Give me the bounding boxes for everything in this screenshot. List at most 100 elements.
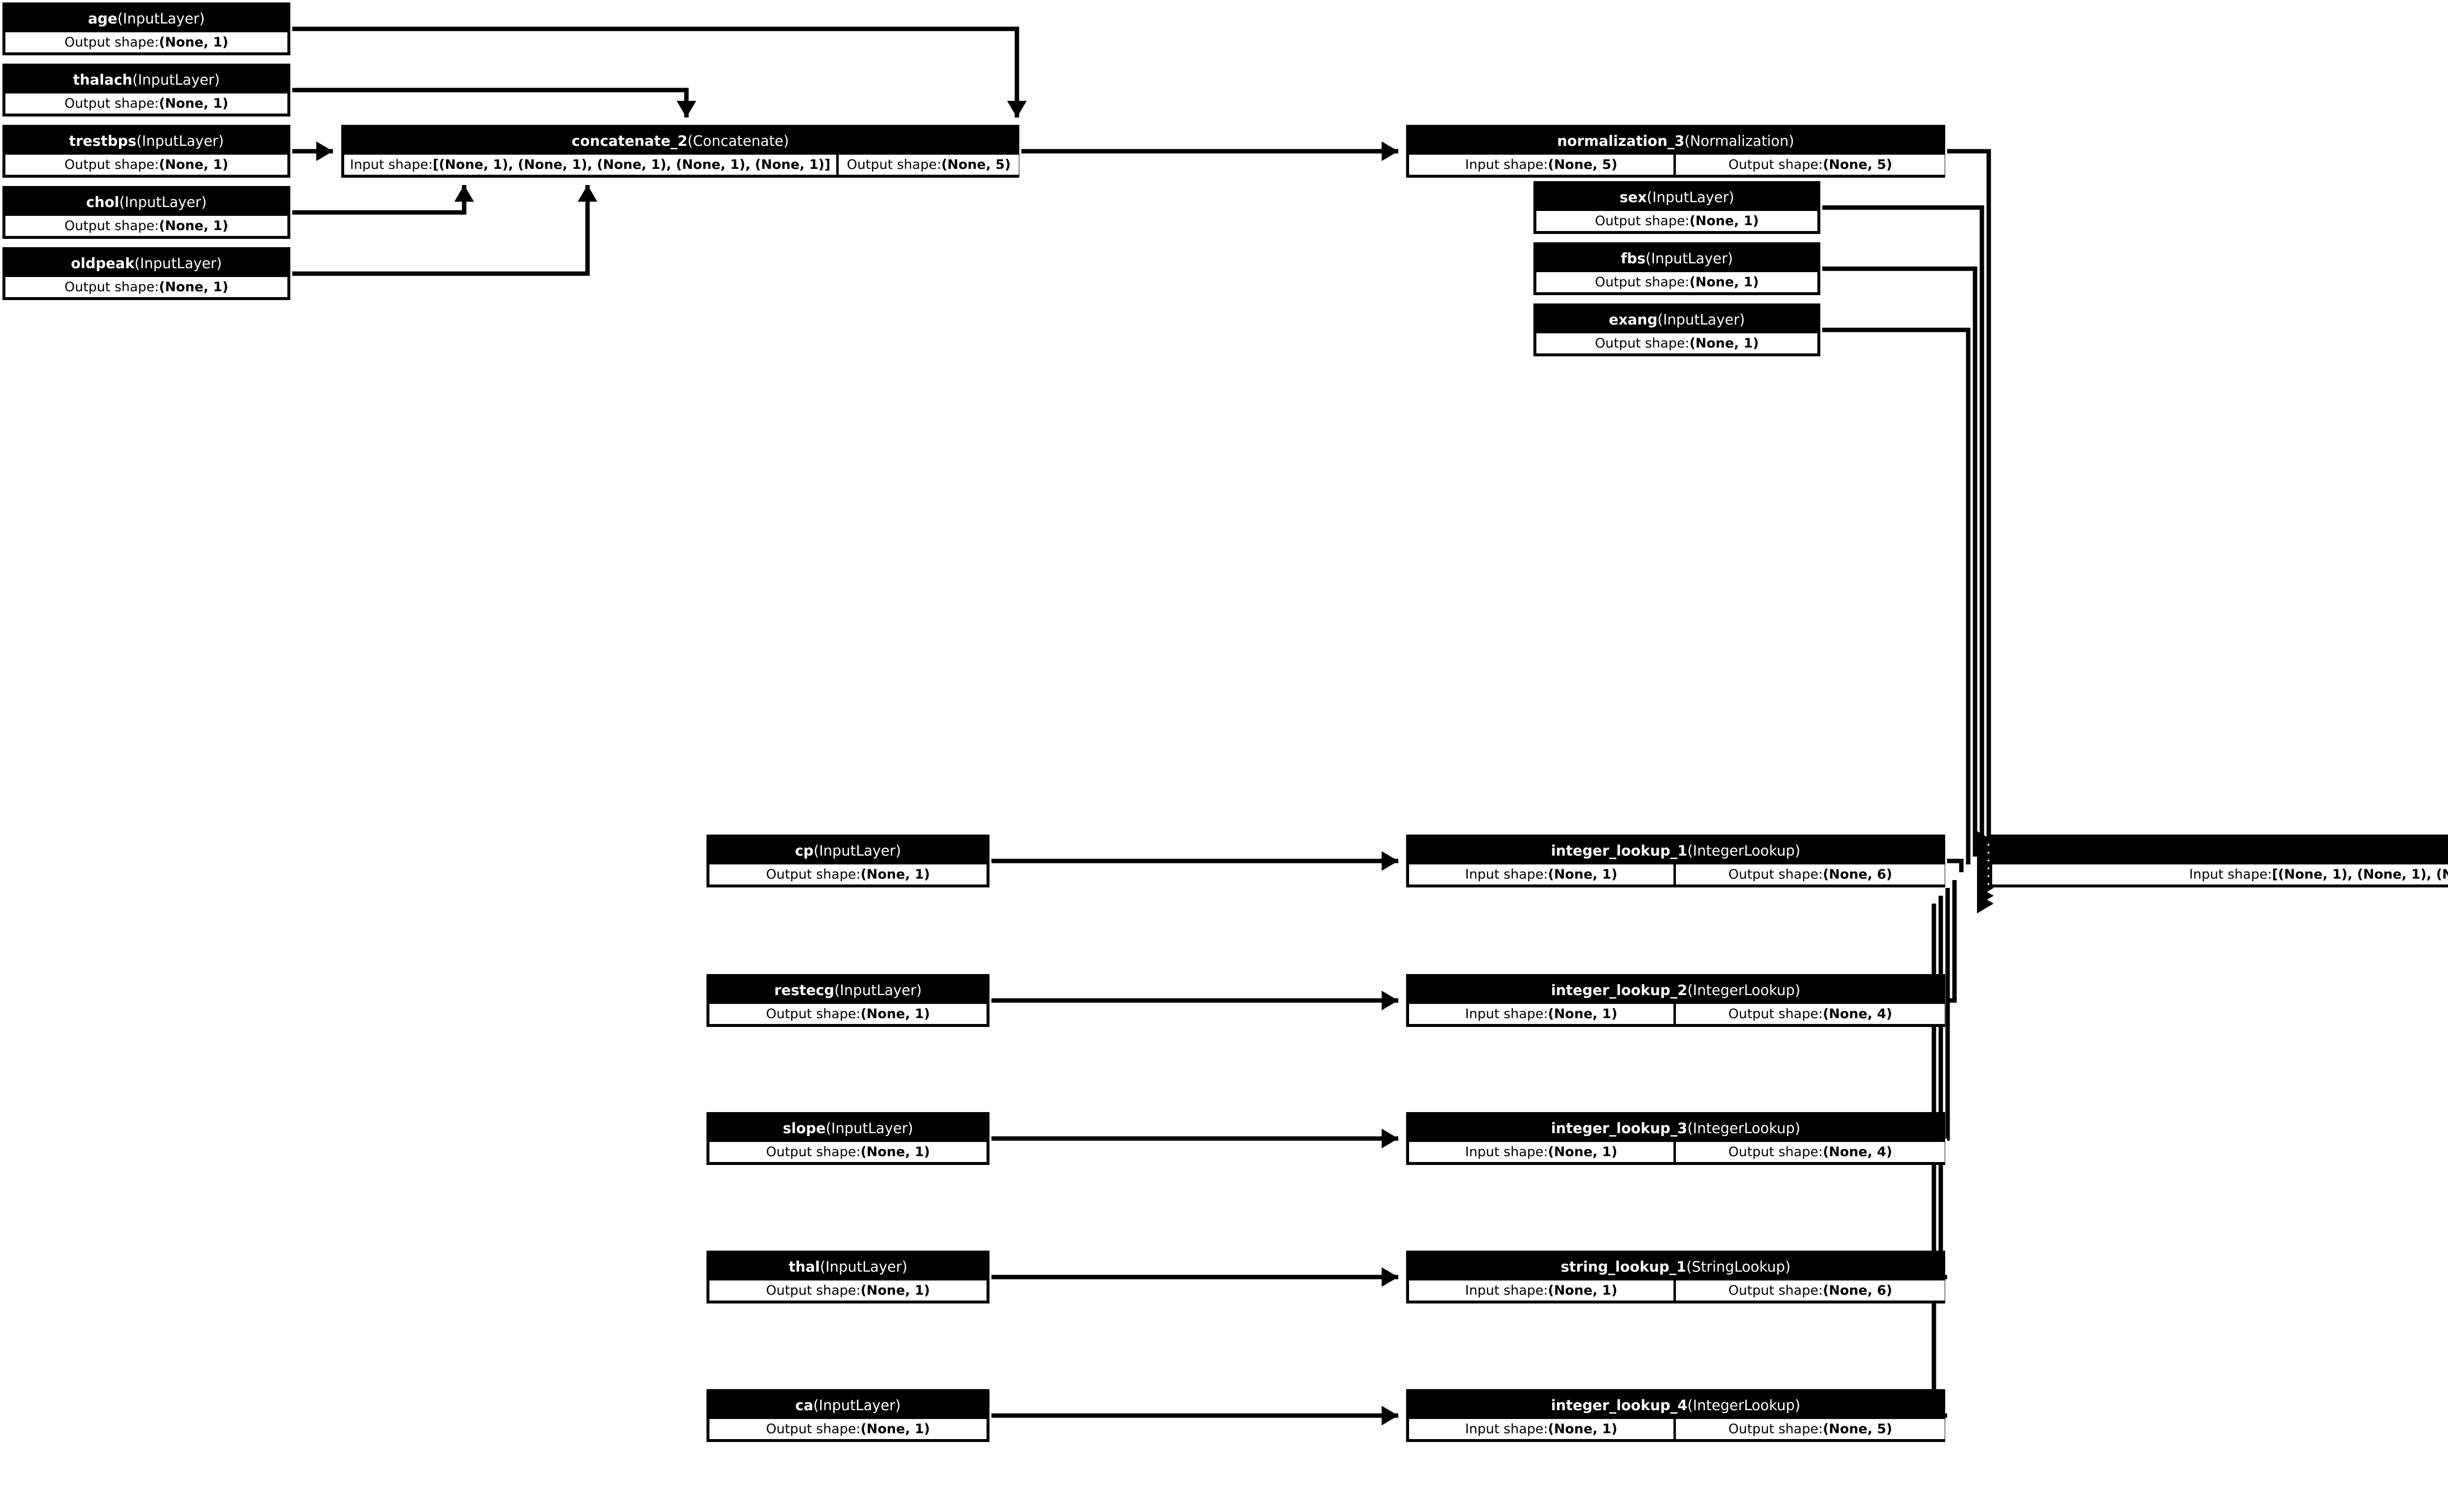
input-shape-cell: Input shape: (None, 1): [1409, 1280, 1673, 1301]
edge-chol-to-concatenate_2: [292, 185, 467, 215]
shape-label: Input shape:: [350, 157, 433, 172]
shape-value: (None, 1): [860, 866, 930, 882]
layer-class: (InputLayer): [813, 1396, 901, 1414]
arrowhead-restecg-to-integer_lookup_2: [1382, 991, 1398, 1010]
shape-label: Output shape:: [1595, 274, 1690, 290]
output-shape-cell: Output shape: (None, 6): [1676, 864, 1945, 884]
layer-node-cp[interactable]: cp (InputLayer)Output shape: (None, 1): [706, 835, 989, 887]
layer-class: (IntegerLookup): [1687, 1396, 1801, 1414]
layer-node-title: concatenate_2 (Concatenate): [344, 128, 1016, 155]
shape-value: (None, 1): [159, 218, 229, 233]
layer-class: (StringLookup): [1686, 1258, 1791, 1275]
layer-node-title: age (InputLayer): [5, 5, 287, 32]
layer-node-trestbps[interactable]: trestbps (InputLayer)Output shape: (None…: [2, 125, 290, 178]
shape-label: Output shape:: [766, 866, 861, 882]
shape-value: (None, 1): [1548, 1144, 1618, 1160]
shape-label: Input shape:: [2189, 866, 2272, 882]
edge-thalach-to-concatenate_2: [292, 88, 689, 117]
shape-value: (None, 1): [1689, 274, 1759, 290]
layer-node-fbs[interactable]: fbs (InputLayer)Output shape: (None, 1): [1533, 242, 1820, 295]
layer-node-shapes: Output shape: (None, 1): [1536, 272, 1817, 292]
output-shape-cell: Output shape: (None, 1): [1536, 333, 1817, 353]
shape-label: Output shape:: [1728, 1421, 1823, 1437]
shape-label: Input shape:: [1465, 1282, 1548, 1298]
layer-class: (InputLayer): [820, 1258, 908, 1275]
output-shape-cell: Output shape: (None, 1): [709, 1004, 987, 1024]
edge-fbs-to-concatenate_3: [1822, 266, 1977, 857]
shape-value: (None, 1): [860, 1421, 930, 1437]
layer-class: (Concatenate): [687, 132, 789, 149]
layer-name: fbs: [1621, 250, 1646, 267]
input-shape-cell: Input shape: [(None, 1), (None, 1), (Non…: [344, 155, 836, 175]
output-shape-cell: Output shape: (None, 5): [1676, 1419, 1945, 1439]
layer-node-shapes: Input shape: (None, 5)Output shape: (Non…: [1409, 155, 1945, 175]
layer-node-title: normalization_3 (Normalization): [1409, 128, 1942, 155]
layer-node-string_lookup_1[interactable]: string_lookup_1 (StringLookup) Input shap…: [1406, 1251, 1945, 1303]
arrowhead-oldpeak-to-concatenate_2: [578, 185, 597, 202]
layer-node-sex[interactable]: sex (InputLayer)Output shape: (None, 1): [1533, 181, 1820, 234]
layer-class: (InputLayer): [1646, 250, 1733, 267]
layer-node-exang[interactable]: exang (InputLayer)Output shape: (None, 1…: [1533, 303, 1820, 356]
layer-node-integer_lookup_4[interactable]: integer_lookup_4 (IntegerLookup)Input sh…: [1406, 1389, 1945, 1442]
edge-sex-to-concatenate_3: [1822, 205, 1984, 849]
output-shape-cell: Output shape: (None, 6): [1676, 1280, 1945, 1301]
shape-value: (None, 6): [1823, 1282, 1892, 1298]
arrowhead-trestbps-to-concatenate_2: [316, 141, 333, 161]
output-shape-cell: Output shape: (None, 5): [839, 155, 1019, 175]
shape-value: (None, 5): [1823, 157, 1892, 172]
layer-node-restecg[interactable]: restecg (InputLayer)Output shape: (None,…: [706, 974, 989, 1027]
output-shape-cell: Output shape: (None, 1): [1536, 211, 1817, 231]
layer-name: oldpeak: [71, 255, 135, 272]
layer-node-thalach[interactable]: thalach (InputLayer)Output shape: (None,…: [2, 64, 290, 116]
layer-node-concatenate_3[interactable]: concatenate_3 (Concatenate)Input shape: …: [1989, 835, 2448, 887]
layer-node-normalization_3[interactable]: normalization_3 (Normalization)Input sha…: [1406, 125, 1945, 178]
arrowhead-cp-to-integer_lookup_1: [1382, 851, 1398, 871]
shape-value: [(None, 1), (None, 1), (None, 1), (None,…: [2272, 866, 2448, 882]
layer-node-shapes: Output shape: (None, 1): [709, 1142, 987, 1162]
arrowhead-thal-to-string_lookup_1: [1382, 1267, 1398, 1287]
layer-node-oldpeak[interactable]: oldpeak (InputLayer)Output shape: (None,…: [2, 247, 290, 300]
arrowhead-concatenate_2-to-normalization_3: [1382, 141, 1398, 161]
layer-node-ca[interactable]: ca (InputLayer) Output shape: (None, 1): [706, 1389, 989, 1442]
layer-node-slope[interactable]: slope (InputLayer)Output shape: (None, 1…: [706, 1112, 989, 1165]
layer-class: (InputLayer): [825, 1119, 914, 1137]
shape-label: Output shape:: [1728, 1282, 1823, 1298]
layer-name: string_lookup_1: [1560, 1258, 1687, 1275]
layer-class: (Normalization): [1684, 132, 1794, 149]
layer-node-chol[interactable]: chol (InputLayer)Output shape: (None, 1): [2, 186, 290, 239]
layer-class: (InputLayer): [119, 193, 207, 210]
layer-node-integer_lookup_1[interactable]: integer_lookup_1 (IntegerLookup)Input sh…: [1406, 835, 1945, 887]
layer-node-shapes: Input shape: (None, 1)Output shape: (Non…: [1409, 1280, 1945, 1301]
layer-name: integer_lookup_1: [1551, 842, 1688, 859]
layer-node-title: fbs (InputLayer): [1536, 245, 1817, 272]
output-shape-cell: Output shape: (None, 4): [1676, 1142, 1945, 1162]
arrowhead-string_lookup_1-to-concatenate_3: [1977, 886, 1994, 906]
shape-value: (None, 5): [1548, 157, 1618, 172]
edge-integer_lookup_3-to-concatenate_3: [1945, 888, 1950, 1141]
shape-value: (None, 1): [860, 1282, 930, 1298]
shape-label: Output shape:: [1728, 157, 1823, 172]
shape-label: Output shape:: [64, 34, 159, 50]
shape-value: (None, 1): [159, 34, 229, 50]
layer-node-concatenate_2[interactable]: concatenate_2 (Concatenate)Input shape: …: [341, 125, 1019, 178]
shape-label: Output shape:: [64, 218, 159, 233]
layer-node-shapes: Output shape: (None, 1): [709, 1419, 987, 1439]
layer-node-title: thalach (InputLayer): [5, 67, 287, 93]
layer-class: (InputLayer): [132, 71, 220, 88]
layer-node-title: restecg (InputLayer): [709, 977, 987, 1004]
output-shape-cell: Output shape: (None, 1): [5, 216, 287, 236]
shape-label: Output shape:: [64, 279, 159, 295]
shape-label: Output shape:: [1595, 213, 1690, 229]
layer-node-integer_lookup_2[interactable]: integer_lookup_2 (IntegerLookup)Input sh…: [1406, 974, 1945, 1027]
input-shape-cell: Input shape: (None, 1): [1409, 1142, 1673, 1162]
output-shape-cell: Output shape: (None, 1): [1536, 272, 1817, 292]
shape-label: Output shape:: [766, 1421, 861, 1437]
layer-name: ca: [795, 1396, 814, 1414]
layer-node-thal[interactable]: thal (InputLayer)Output shape: (None, 1): [706, 1251, 989, 1303]
layer-node-shapes: Output shape: (None, 1): [5, 277, 287, 297]
layer-node-age[interactable]: age (InputLayer) Output shape: (None, 1): [2, 2, 290, 55]
layer-name: cp: [795, 842, 814, 859]
shape-value: (None, 4): [1823, 1006, 1892, 1022]
layer-node-integer_lookup_3[interactable]: integer_lookup_3 (IntegerLookup)Input sh…: [1406, 1112, 1945, 1165]
arrowhead-age-to-concatenate_2: [1007, 101, 1027, 117]
